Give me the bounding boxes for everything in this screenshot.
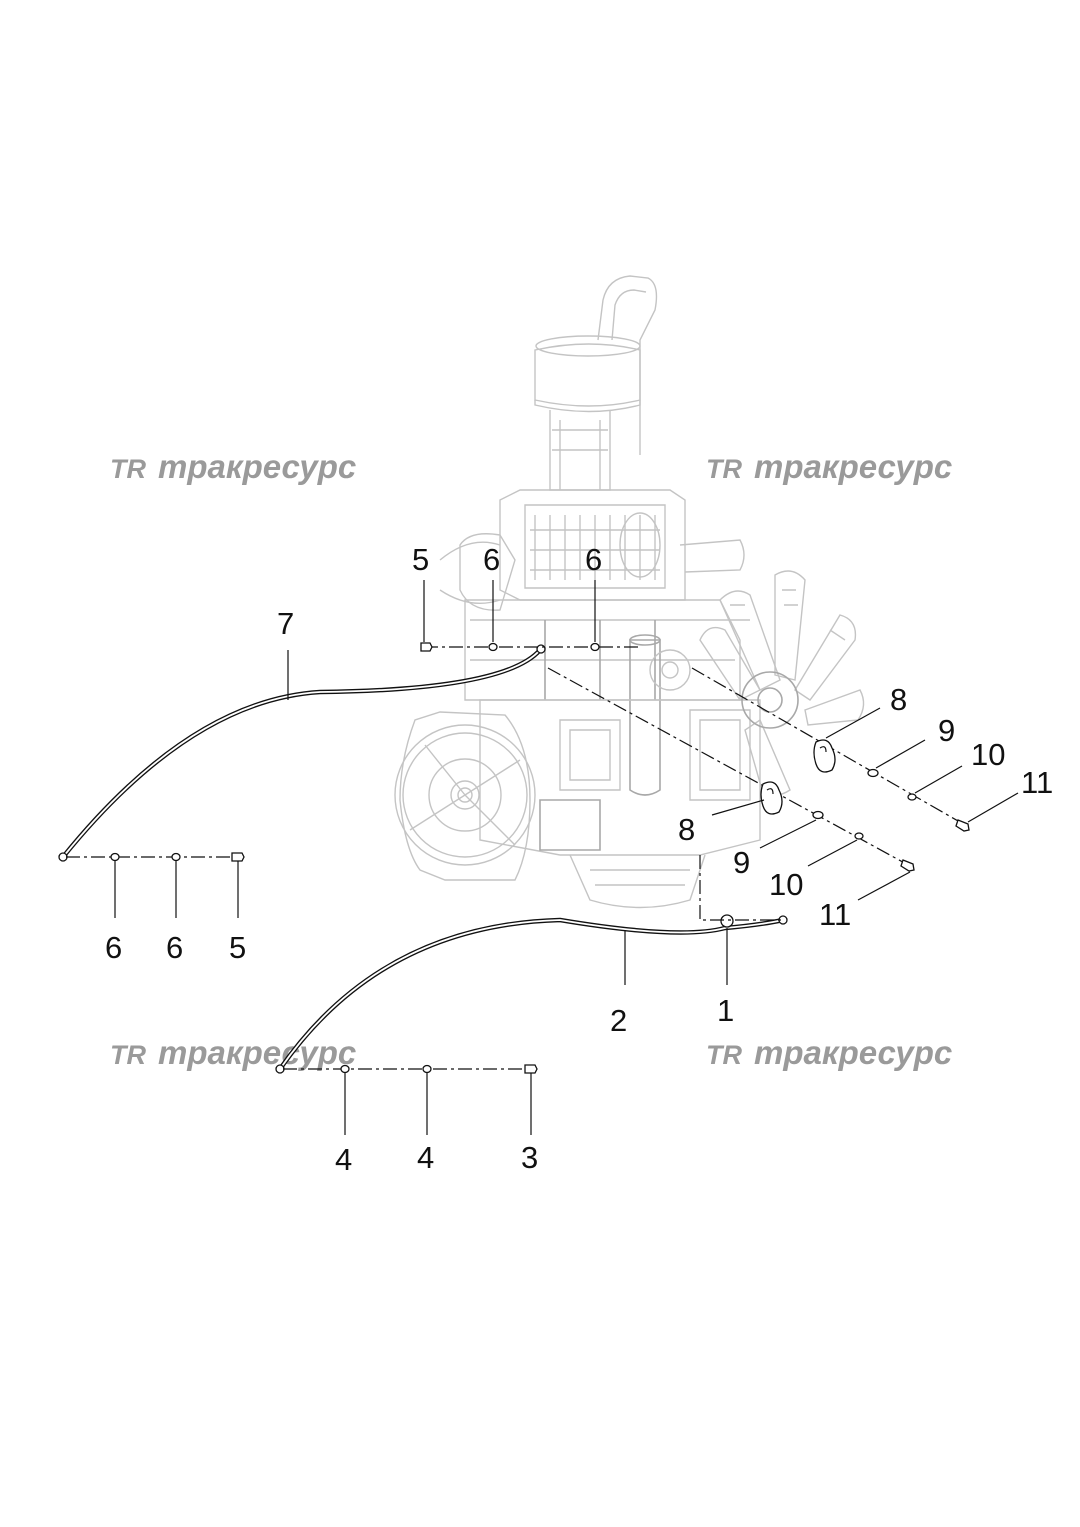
- fitting-chain-bottom: [283, 1064, 538, 1135]
- clamp-chain-upper: [691, 667, 1019, 832]
- callout-1: 1: [717, 993, 734, 1028]
- callout-10-upper: 10: [971, 737, 1005, 772]
- washer-9-lower: [812, 810, 824, 820]
- watermark-text: тракресурс: [754, 448, 952, 485]
- watermark-logo: TR: [706, 454, 742, 484]
- washer-6-left-b: [171, 852, 181, 862]
- watermark-top-left: TR тракресурс: [110, 448, 356, 485]
- washer-4-a: [340, 1064, 350, 1074]
- watermark-text: тракресурс: [158, 448, 356, 485]
- engine-illustration: [394, 275, 865, 909]
- washer-6-top-b: [590, 642, 600, 652]
- fitting-chain-left: [66, 852, 245, 918]
- callout-3: 3: [521, 1140, 538, 1175]
- bolt-5-left: [231, 852, 245, 862]
- callout-11-upper: 11: [1021, 765, 1053, 800]
- watermark-text: тракресурс: [158, 1034, 356, 1071]
- bolt-11-lower: [900, 859, 915, 872]
- fitting-chain-top: [420, 580, 640, 652]
- callout-6-left-a: 6: [105, 930, 122, 965]
- watermark-top-right: TR тракресурс: [706, 448, 952, 485]
- bolt-11-upper: [955, 819, 970, 832]
- washer-4-b: [422, 1064, 432, 1074]
- watermark-bottom-left: TR тракресурс: [110, 1034, 356, 1071]
- callout-5-top: 5: [412, 542, 429, 577]
- hose-7-fitting-left: [58, 852, 68, 862]
- washer-9-upper: [867, 768, 879, 778]
- clamp-8-upper: [813, 739, 836, 773]
- callout-5-left: 5: [229, 930, 246, 965]
- callout-labels: 5 6 6 7 8 9 10 11 8 9 10 11 6 6 5 2 1 4 …: [105, 542, 1053, 1177]
- callout-8-lower: 8: [678, 812, 695, 847]
- callout-8-upper: 8: [890, 682, 907, 717]
- watermark-logo: TR: [110, 454, 146, 484]
- bolt-3: [524, 1064, 538, 1074]
- callout-11-lower: 11: [819, 897, 851, 932]
- fitting-1: [720, 914, 734, 928]
- watermark-logo: TR: [110, 1040, 146, 1070]
- hose-7: [58, 644, 546, 862]
- washer-6-top-a: [488, 642, 498, 652]
- hose-7-fitting-right: [536, 644, 546, 654]
- callout-4-b: 4: [417, 1140, 434, 1175]
- watermark-bottom-right: TR тракресурс: [706, 1034, 952, 1071]
- clamp-chain-lower: [547, 667, 915, 901]
- washer-10-lower: [854, 832, 864, 840]
- callout-9-lower: 9: [733, 845, 750, 880]
- callout-9-upper: 9: [938, 713, 955, 748]
- washer-6-left-a: [110, 852, 120, 862]
- callout-6-top-b: 6: [585, 542, 602, 577]
- callout-7: 7: [277, 606, 294, 641]
- hose-2: [275, 855, 788, 1074]
- callout-2: 2: [610, 1003, 627, 1038]
- callout-10-lower: 10: [769, 867, 803, 902]
- watermark-text: тракресурс: [754, 1034, 952, 1071]
- hose-2-fitting-left: [275, 1064, 285, 1074]
- callout-6-left-b: 6: [166, 930, 183, 965]
- bolt-5-top: [420, 642, 433, 652]
- clamp-8-lower: [760, 781, 783, 815]
- washer-10-upper: [907, 793, 917, 801]
- callout-6-top-a: 6: [483, 542, 500, 577]
- watermark-logo: TR: [706, 1040, 742, 1070]
- callout-4-a: 4: [335, 1142, 352, 1177]
